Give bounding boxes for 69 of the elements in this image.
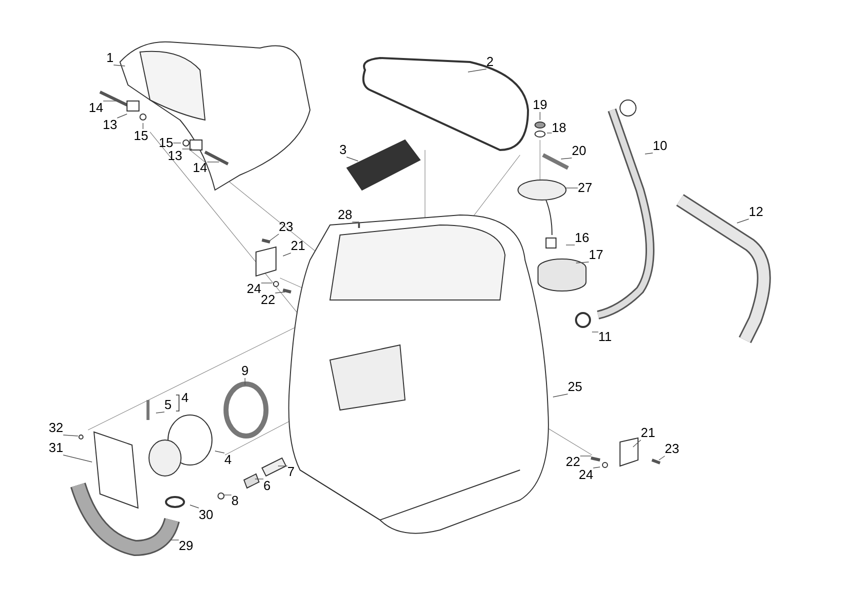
- leader-line: [102, 100, 118, 102]
- callout-number: 9: [241, 364, 249, 378]
- leader-line: [214, 450, 225, 454]
- callout-number: 27: [578, 181, 592, 195]
- callout-number: 13: [168, 149, 182, 163]
- callout-number: 22: [566, 455, 580, 469]
- callout-number: 13: [102, 118, 118, 132]
- callout-number: 15: [158, 136, 174, 150]
- callout-number: 8: [231, 494, 239, 508]
- callout-number: 2: [486, 55, 494, 69]
- leader-line: [224, 494, 232, 496]
- callout-number: 14: [192, 161, 208, 175]
- callout-number: 22: [260, 293, 276, 307]
- leader-line: [260, 282, 272, 284]
- callout-number: 24: [578, 468, 594, 482]
- callout-number: 7: [287, 465, 295, 479]
- leader-line: [268, 234, 280, 242]
- leader-line: [632, 440, 642, 448]
- leader-line: [254, 478, 264, 480]
- callout-number: 5: [164, 398, 172, 412]
- callout-number: 4: [181, 391, 189, 405]
- leader-line: [592, 466, 600, 468]
- callout-number: 14: [88, 101, 104, 115]
- callout-number: 11: [598, 330, 612, 344]
- leader-line: [658, 456, 666, 460]
- leader-line: [113, 64, 126, 66]
- leader-line: [156, 412, 165, 414]
- leader-line: [552, 394, 568, 398]
- callout-number: 30: [198, 508, 214, 522]
- callout-number: 21: [290, 239, 306, 253]
- callout-number: 21: [640, 426, 656, 440]
- leader-line: [566, 244, 576, 246]
- leader-line: [172, 142, 182, 144]
- leader-line: [282, 252, 292, 256]
- callout-number: 12: [748, 205, 764, 219]
- leader-line: [576, 262, 590, 264]
- leader-line: [182, 148, 192, 150]
- callout-number: 1: [106, 51, 114, 65]
- callout-number: 24: [246, 282, 262, 296]
- callout-number: 15: [134, 129, 148, 143]
- callout-number: 31: [48, 441, 64, 455]
- callout-number: 4: [224, 453, 232, 467]
- callout-number: 16: [574, 231, 590, 245]
- callout-number: 17: [588, 248, 604, 262]
- callout-number: 3: [339, 143, 347, 157]
- leader-line: [274, 292, 286, 294]
- leader-line: [62, 434, 78, 436]
- leader-line: [468, 68, 487, 72]
- callout-number: 29: [178, 539, 194, 553]
- leader-line: [644, 152, 654, 154]
- callout-number: 10: [652, 139, 668, 153]
- callout-number: 32: [48, 421, 64, 435]
- leader-line: [736, 218, 750, 224]
- callout-number: 20: [572, 144, 586, 158]
- callout-number: 23: [664, 442, 680, 456]
- leader-line: [346, 156, 358, 162]
- leader-line: [560, 158, 572, 160]
- callout-number: 25: [568, 380, 582, 394]
- callout-number: 18: [552, 121, 566, 135]
- callout-number: 6: [263, 479, 271, 493]
- callout-number: 19: [532, 98, 548, 112]
- callout-number: 23: [278, 220, 294, 234]
- callout-number: 28: [338, 208, 352, 222]
- leader-line: [546, 132, 552, 134]
- leader-line: [116, 114, 128, 118]
- leader-line: [62, 454, 92, 462]
- leader-line: [190, 504, 200, 508]
- leader-line: [142, 122, 144, 130]
- leader-line: [244, 378, 246, 386]
